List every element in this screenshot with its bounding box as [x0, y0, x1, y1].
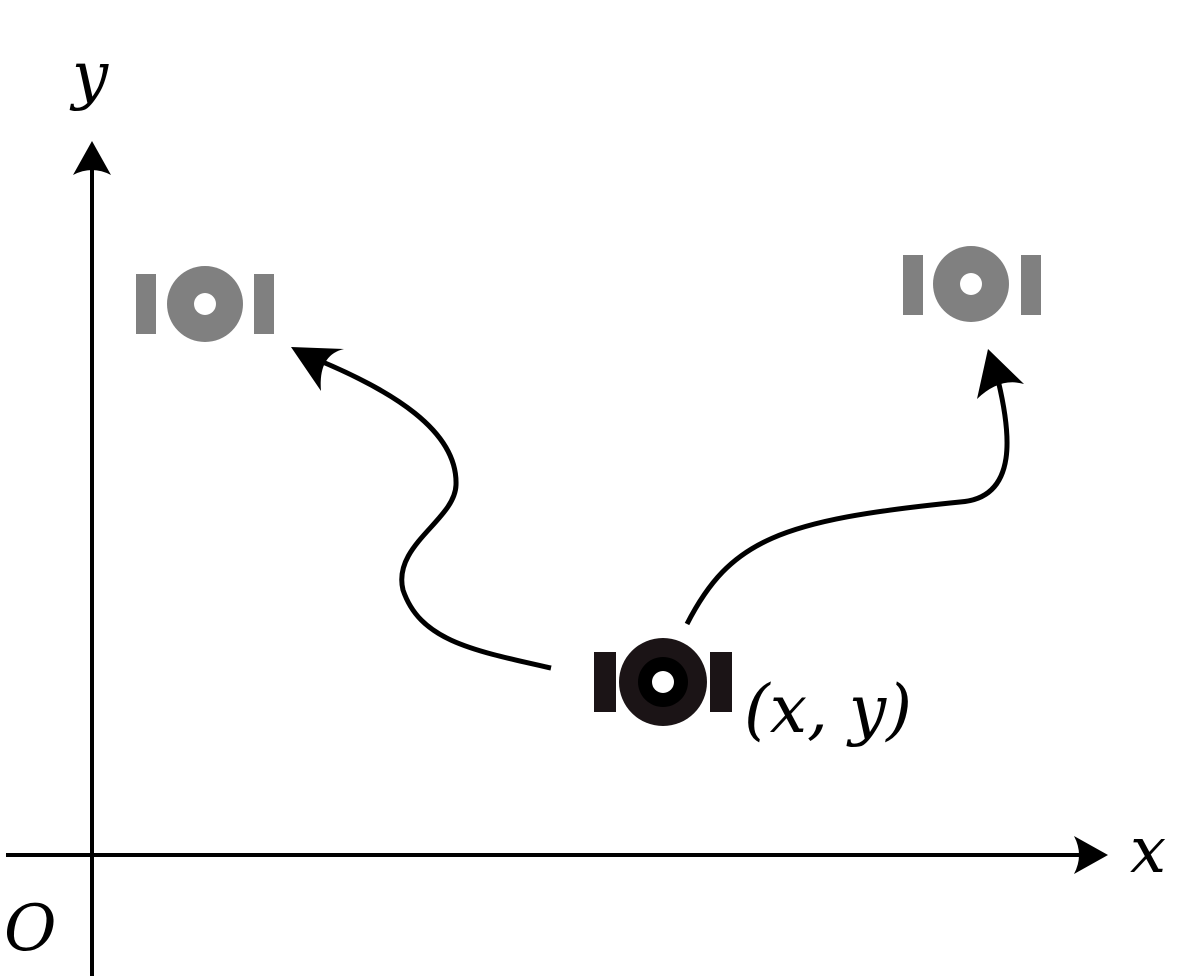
trajectory-left-arrowhead-icon [291, 347, 344, 391]
coordinate-axes: x y O [4, 39, 1166, 976]
target-robot-left [136, 266, 274, 342]
wheeled-robot-icon [903, 246, 1041, 322]
trajectory-right-arrowhead-icon [977, 349, 1024, 399]
trajectory-right-curve [684, 379, 1010, 626]
wheeled-robot-icon [136, 266, 274, 342]
trajectory-left-curve [317, 357, 552, 671]
target-robot-right [903, 246, 1041, 322]
current-robot: (x, y) [594, 638, 912, 748]
x-axis-label: x [1130, 814, 1166, 888]
origin-label: O [4, 892, 56, 966]
x-axis-arrowhead-icon [1074, 836, 1108, 874]
trajectory-left [291, 347, 552, 671]
y-axis-label: y [69, 39, 109, 113]
wheeled-robot-icon [594, 638, 732, 726]
robot-position-label: (x, y) [744, 671, 912, 748]
y-axis-arrowhead-icon [73, 141, 111, 175]
trajectory-right [684, 349, 1024, 626]
